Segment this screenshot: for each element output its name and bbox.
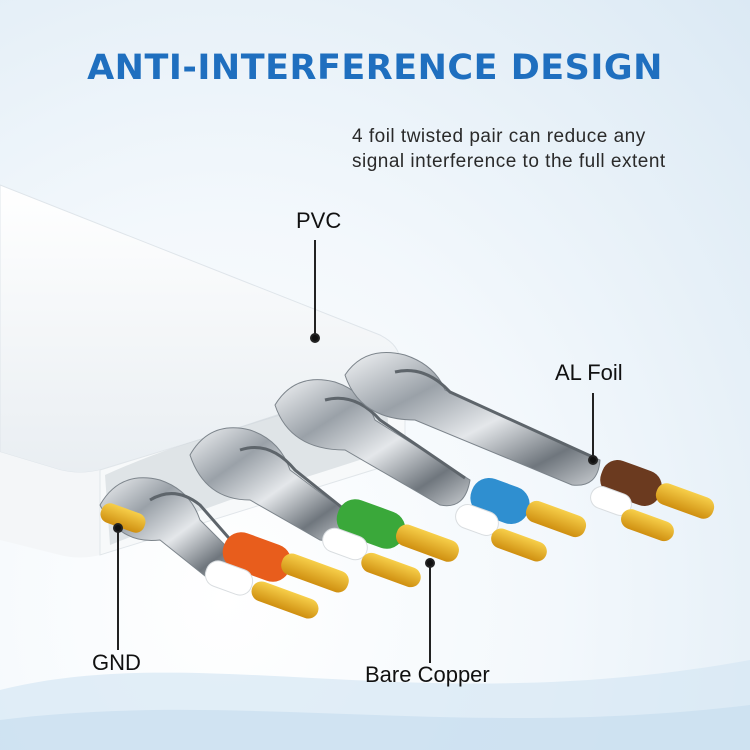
callout-lines	[113, 240, 598, 663]
twisted-pair-green	[189, 427, 459, 588]
pvc-jacket	[0, 184, 406, 558]
page-title: ANTI-INTERFERENCE DESIGN	[87, 48, 663, 88]
twisted-pair-orange	[99, 477, 349, 619]
twisted-pair-blue	[274, 379, 587, 562]
gnd-label: GND	[92, 650, 141, 675]
subtitle-line-2: signal interference to the full extent	[352, 151, 666, 172]
subtitle: 4 foil twisted pair can reduce any signa…	[352, 124, 732, 174]
twisted-pair-brown	[344, 352, 715, 542]
pvc-label: PVC	[296, 208, 342, 233]
al-foil-label: AL Foil	[555, 360, 623, 385]
bare-copper-label: Bare Copper	[365, 662, 490, 687]
subtitle-line-1: 4 foil twisted pair can reduce any	[352, 126, 646, 147]
